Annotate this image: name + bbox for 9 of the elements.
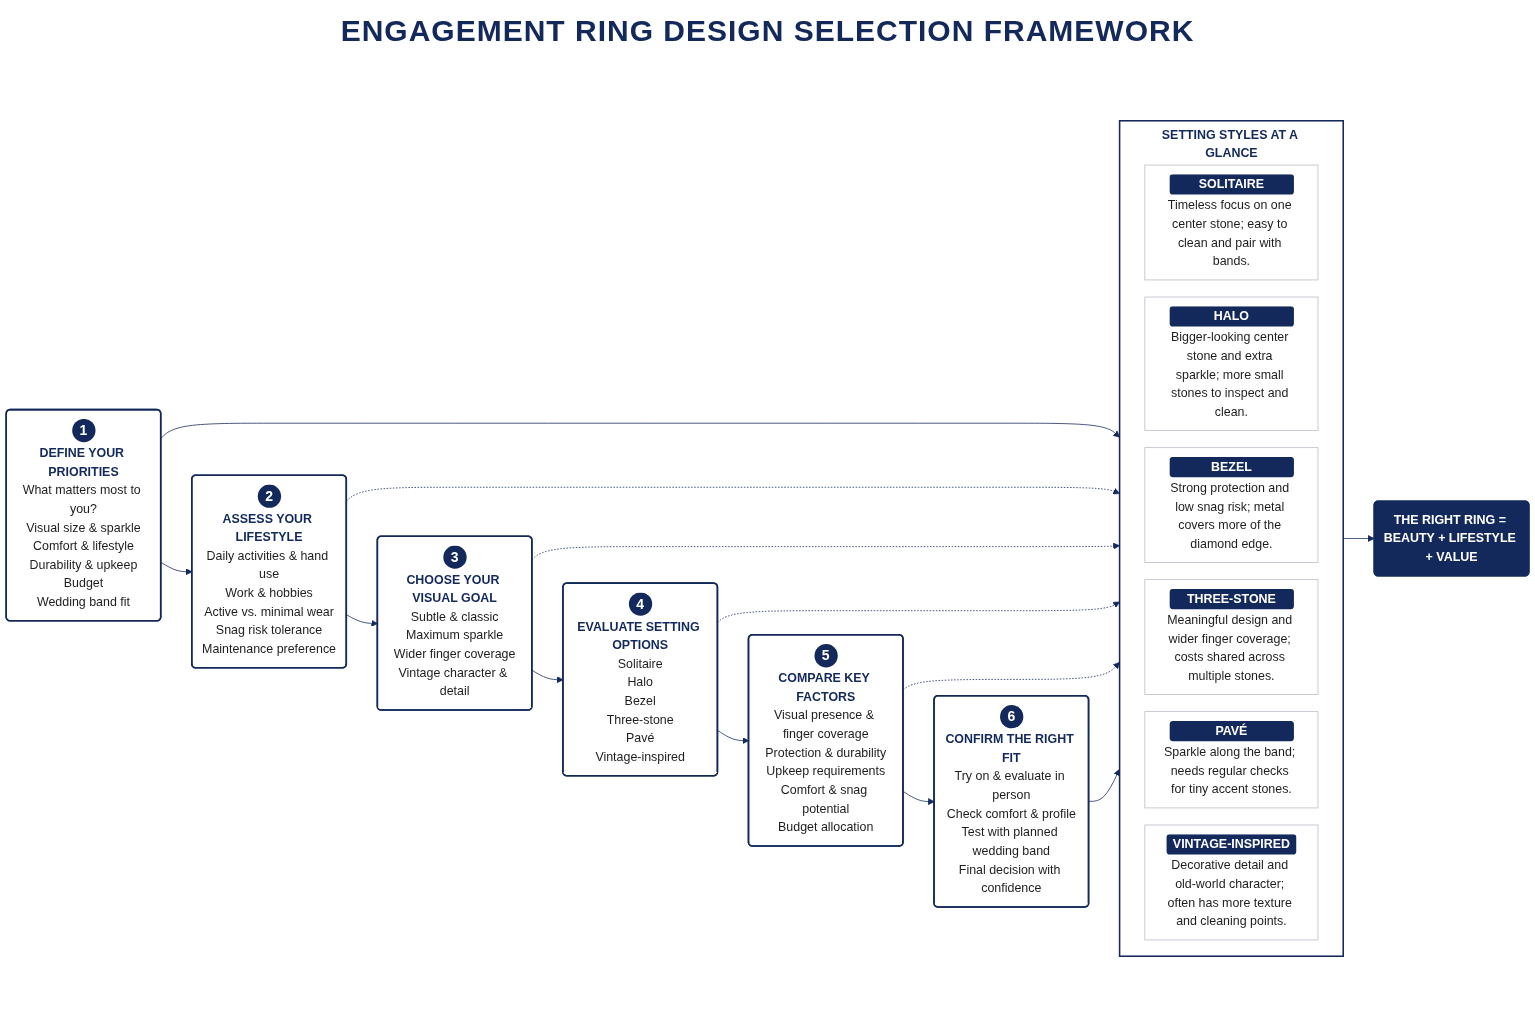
node-box [1144, 824, 1319, 941]
node-box [1144, 447, 1319, 563]
node-box [1144, 579, 1319, 695]
node-box [1144, 296, 1319, 431]
node-box [1144, 711, 1319, 809]
flowchart: SETTING STYLES AT A GLANCE SOLITAIRE Timeless focus on one center stone; easy to clean and pair with bands. HALO Bigger-looking center stone and extra sparkle; more small stones to inspect and clean. BEZEL Strong protection and low snag risk; metal covers more of the diamond edge. THREE-STONE Meaningful design and wider finger coverage; costs shared across multiple stones. PAVÉ Sparkle along the band; needs regular checks for tiny accent stones. VINTAGE-INSPIRED Decorative detail and old-world character; often has more texture and cleaning points. 1 DEFINE YOUR PRIORITIES What matters most to you? Visual size & sparkle Comfort & lifestyle Durability & upkeep Budget Wedding band fit 2 ASSESS YOUR LIFESTYLE Daily activities & hand use Work & hobbies Active vs. minimal wear Snag risk tolerance Maintenance preference 3 CHOOSE YOUR VISUAL GOAL Subtle & classic Maximum sparkle Wider finger coverage Vintage character & detail 4 EVALUATE SETTING OPTIONS Solitaire Halo Bezel Three-stone Pavé Vintage-inspired 5 COMPARE KEY FACTORS Visual presence & finger coverage Protection & durability Upkeep requirements Comfort & snag potential Budget allocation 6 CONFIRM THE RIGHT FIT Try on & evaluate in person Check comfort & profile Test with planned wedding band Final decision with confidence THE RIGHT RING = BEAUTY + LIFESTYLE + VALUE [0, 54, 1535, 1023]
cluster [1118, 120, 1344, 957]
node-box [1144, 164, 1319, 281]
diagram-title: ENGAGEMENT RING DESIGN SELECTION FRAMEWORK [340, 14, 1195, 48]
